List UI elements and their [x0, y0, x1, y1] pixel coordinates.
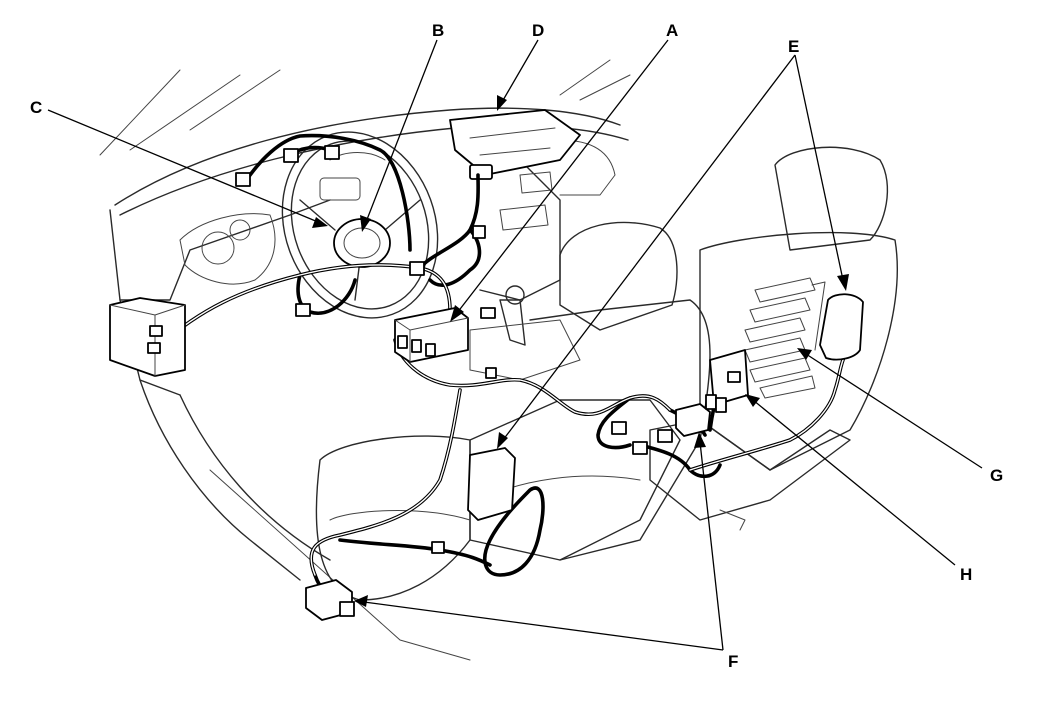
callout-b-label: B	[432, 21, 444, 40]
side-airbag-driver	[467, 447, 516, 521]
callout-f-label: F	[728, 652, 738, 671]
callout-c-label: C	[30, 98, 42, 117]
callout-g-label: G	[990, 466, 1003, 485]
srs-unit	[394, 307, 469, 363]
side-airbag-passenger	[819, 293, 864, 361]
callout-a-label: A	[666, 21, 678, 40]
srs-wire-harness	[158, 133, 847, 607]
leader-lines	[47, 39, 983, 651]
seat-belt-tensioner-passenger	[675, 403, 711, 437]
callout-h-label: H	[960, 565, 972, 584]
passenger-seat	[649, 146, 898, 531]
harness-connectors	[235, 145, 673, 554]
passenger-airbag-module	[449, 109, 581, 180]
under-dash-fuse-box	[109, 297, 186, 377]
seat-belt-tensioner-driver	[305, 579, 355, 621]
callout-e-label: E	[788, 37, 799, 56]
callout-d-label: D	[532, 21, 544, 40]
seat-position-sensor	[705, 349, 749, 413]
